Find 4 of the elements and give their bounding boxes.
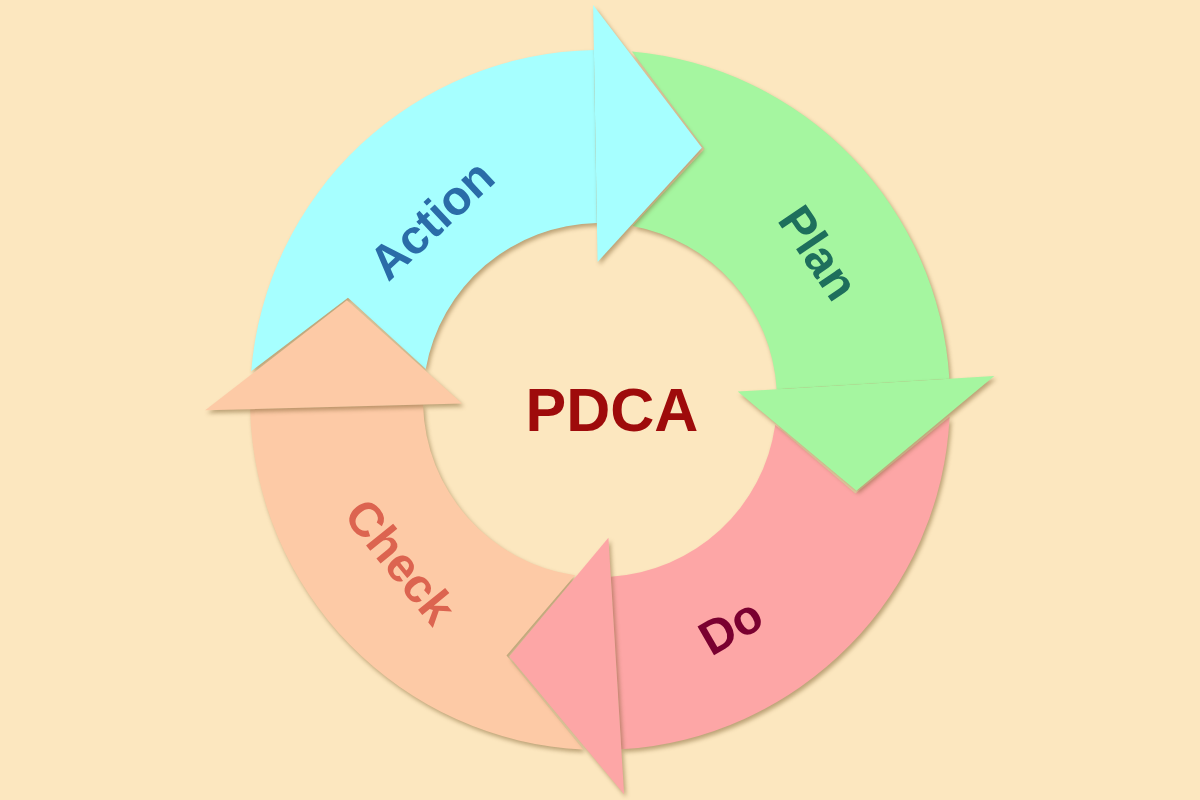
arrowhead	[205, 300, 463, 411]
stage-label: Do	[691, 590, 771, 664]
arrowhead	[593, 5, 702, 262]
center-title: PDCA	[525, 379, 699, 441]
